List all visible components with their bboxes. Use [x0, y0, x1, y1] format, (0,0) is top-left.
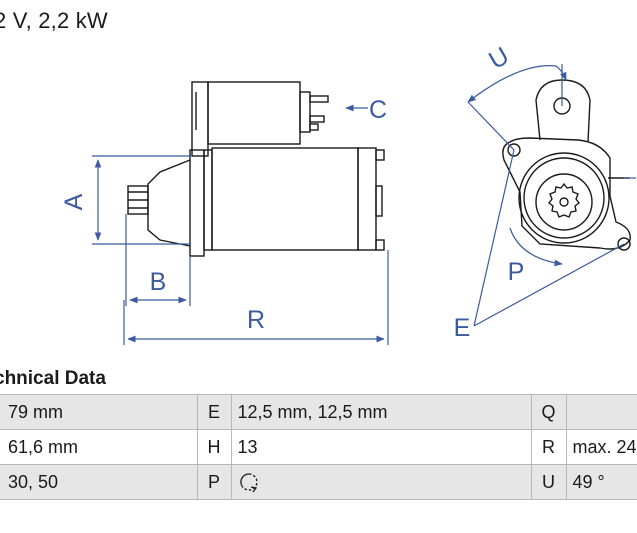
- table-row: 30, 50 P U 49 °: [0, 464, 637, 500]
- dimension-label-c: C: [369, 96, 387, 124]
- dimension-label-r: R: [247, 306, 265, 334]
- table-row: 61,6 mm H 13 R max. 24: [0, 429, 637, 465]
- key-cell: R: [530, 429, 567, 465]
- technical-data-table: 79 mm E 12,5 mm, 12,5 mm Q 61,6 mm H 13 …: [0, 394, 637, 500]
- technical-data-heading: chnical Data: [0, 368, 106, 389]
- dimension-b: [125, 214, 191, 306]
- value-cell: [231, 464, 531, 500]
- pinion-gear: [548, 182, 580, 218]
- starter-technical-drawing: A B R C: [60, 42, 636, 345]
- front-view-annotations: [467, 64, 636, 327]
- value-cell: 12,5 mm, 12,5 mm: [231, 394, 531, 430]
- starter-front-view: [502, 79, 631, 251]
- motor-housing: [211, 147, 359, 251]
- rotation-label-p: P: [508, 258, 525, 286]
- key-cell: H: [196, 429, 232, 465]
- dimension-r: [123, 250, 389, 345]
- value-cell: 13: [231, 429, 531, 465]
- dimension-a: [92, 155, 190, 245]
- left-mounting-hole: [507, 143, 521, 157]
- value-cell: [566, 394, 637, 430]
- key-cell: P: [196, 464, 232, 500]
- clockwise-rotation-icon: [239, 473, 258, 493]
- top-mounting-ear: [535, 79, 591, 143]
- value-cell: max. 24: [566, 429, 637, 465]
- value-cell: 30, 50: [0, 464, 197, 500]
- key-cell: U: [530, 464, 567, 500]
- angle-label-u: U: [484, 42, 514, 75]
- distance-label-e: E: [454, 314, 471, 342]
- value-cell: 79 mm: [0, 394, 197, 430]
- starter-side-view: [127, 81, 385, 257]
- product-title: 2 V, 2,2 kW: [0, 8, 108, 33]
- solenoid-body: [207, 81, 301, 145]
- key-cell: E: [196, 394, 232, 430]
- dimension-label-a: A: [60, 193, 88, 210]
- solenoid-mount: [191, 81, 209, 157]
- right-mounting-hole: [617, 237, 631, 251]
- value-cell: 61,6 mm: [0, 429, 197, 465]
- value-cell: 49 °: [566, 464, 637, 500]
- mounting-flange: [189, 149, 205, 257]
- dimension-label-b: B: [150, 268, 167, 296]
- flange-outline: [502, 137, 631, 250]
- key-cell: Q: [530, 394, 567, 430]
- housing-outer-ring: [518, 152, 610, 244]
- table-row: 79 mm E 12,5 mm, 12,5 mm Q: [0, 394, 637, 430]
